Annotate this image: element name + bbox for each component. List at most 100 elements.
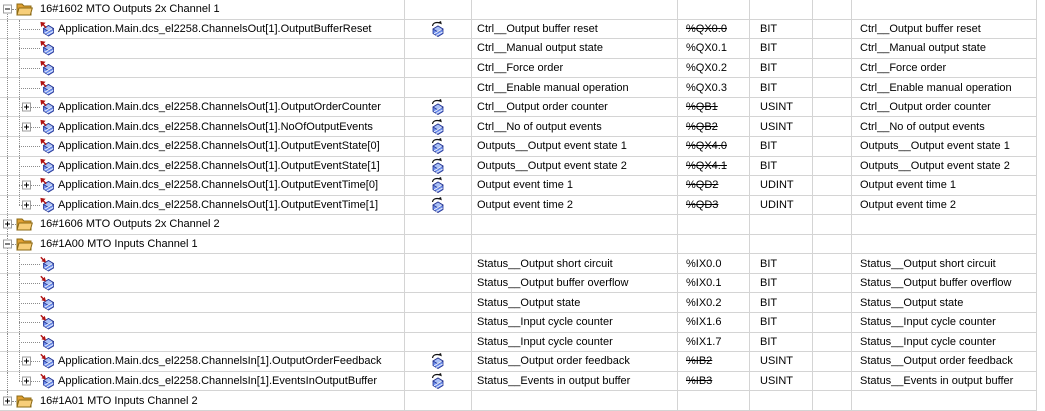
- address-cell: %IB3: [678, 371, 750, 392]
- table-row[interactable]: Application.Main.dcs_el2258.ChannelsIn[1…: [0, 371, 1037, 392]
- channel-cell: [472, 391, 678, 411]
- table-row[interactable]: Application.Main.dcs_el2258.ChannelsIn[1…: [0, 352, 1037, 372]
- mapping-icon: [431, 20, 445, 37]
- type-value: BIT: [760, 42, 778, 55]
- tree-root-line: [7, 371, 8, 391]
- type-cell: BIT: [750, 332, 813, 353]
- type-value: USINT: [760, 120, 793, 133]
- mapping-cell: [405, 97, 472, 118]
- mapping-icon: [431, 177, 445, 194]
- type-cell: [750, 391, 813, 411]
- variable-cell: Application.Main.dcs_el2258.ChannelsOut[…: [0, 97, 405, 118]
- table-row[interactable]: 16#1602 MTO Outputs 2x Channel 1: [0, 0, 1037, 20]
- description-label: Status__Output buffer overflow: [860, 277, 1012, 290]
- channel-cell: [472, 234, 678, 255]
- address-value: %QB2: [686, 120, 718, 133]
- variable-cell: [0, 293, 405, 313]
- address-value: %QX0.0: [686, 22, 727, 35]
- variable-cell: 16#1602 MTO Outputs 2x Channel 1: [0, 0, 405, 20]
- expand-plus-icon[interactable]: [22, 356, 31, 366]
- table-row[interactable]: Status__Output state %IX0.2 BIT Status__…: [0, 293, 1037, 313]
- input-variable-icon: [40, 334, 55, 350]
- mapping-cell: [405, 0, 472, 20]
- collapse-minus-icon[interactable]: [3, 239, 12, 249]
- type-cell: BIT: [750, 19, 813, 40]
- table-row[interactable]: Status__Input cycle counter %IX1.6 BIT S…: [0, 313, 1037, 333]
- table-row[interactable]: 16#1606 MTO Outputs 2x Channel 2: [0, 215, 1037, 235]
- description-cell: Status__Output short circuit: [852, 254, 1037, 274]
- type-cell: BIT: [750, 136, 813, 157]
- expand-plus-icon[interactable]: [22, 102, 31, 112]
- expand-plus-icon[interactable]: [3, 219, 12, 229]
- channel-label: Status__Events in output buffer: [477, 374, 631, 387]
- table-row[interactable]: 16#1A01 MTO Inputs Channel 2: [0, 391, 1037, 411]
- channel-cell: Status__Output order feedback: [472, 352, 678, 372]
- tree-root-line: [7, 156, 8, 176]
- expand-plus-icon[interactable]: [22, 376, 31, 386]
- table-row[interactable]: Application.Main.dcs_el2258.ChannelsOut[…: [0, 156, 1037, 177]
- tree-root-line: [7, 136, 8, 156]
- variable-cell: [0, 39, 405, 59]
- variable-cell: Application.Main.dcs_el2258.ChannelsIn[1…: [0, 352, 405, 372]
- variable-cell: [0, 58, 405, 79]
- channel-label: Ctrl__Output order counter: [477, 101, 608, 114]
- tree-root-line: [7, 195, 8, 215]
- variable-cell: Application.Main.dcs_el2258.ChannelsIn[1…: [0, 371, 405, 392]
- description-label: Ctrl__Force order: [860, 61, 947, 74]
- table-row[interactable]: Status__Input cycle counter %IX1.7 BIT S…: [0, 332, 1037, 353]
- mapping-icon: [431, 196, 445, 213]
- default-value-cell: [813, 234, 852, 255]
- expand-plus-icon[interactable]: [22, 200, 31, 210]
- table-row[interactable]: Status__Output buffer overflow %IX0.1 BI…: [0, 273, 1037, 294]
- table-row[interactable]: 16#1A00 MTO Inputs Channel 1: [0, 234, 1037, 255]
- table-row[interactable]: Application.Main.dcs_el2258.ChannelsOut[…: [0, 19, 1037, 40]
- address-cell: [678, 0, 750, 20]
- table-row[interactable]: Ctrl__Force order %QX0.2 BIT Ctrl__Force…: [0, 58, 1037, 79]
- address-cell: %QX0.1: [678, 39, 750, 59]
- mapping-cell: [405, 332, 472, 353]
- description-label: Outputs__Output event state 1: [860, 140, 1010, 153]
- table-row[interactable]: Application.Main.dcs_el2258.ChannelsOut[…: [0, 195, 1037, 216]
- variable-cell: Application.Main.dcs_el2258.ChannelsOut[…: [0, 136, 405, 157]
- table-row[interactable]: Application.Main.dcs_el2258.ChannelsOut[…: [0, 136, 1037, 157]
- mapping-cell: [405, 313, 472, 333]
- tree-root-line: [7, 332, 8, 352]
- address-value: %QX0.1: [686, 42, 727, 55]
- address-value: %IX1.7: [686, 335, 722, 348]
- tree-connector-line: [19, 263, 40, 265]
- output-variable-icon: [40, 60, 55, 76]
- description-cell: Status__Output buffer overflow: [852, 273, 1037, 294]
- address-value: %QX0.3: [686, 81, 727, 94]
- default-value-cell: [813, 352, 852, 372]
- description-label: Status__Input cycle counter: [860, 316, 996, 329]
- table-row[interactable]: Application.Main.dcs_el2258.ChannelsOut[…: [0, 176, 1037, 196]
- channel-label: Ctrl__Force order: [477, 61, 564, 74]
- channel-cell: Status__Output buffer overflow: [472, 273, 678, 294]
- variable-cell: 16#1A00 MTO Inputs Channel 1: [0, 234, 405, 255]
- expand-plus-icon[interactable]: [22, 180, 31, 190]
- address-cell: %QX4.0: [678, 136, 750, 157]
- input-variable-icon: [40, 275, 55, 291]
- description-cell: [852, 391, 1037, 411]
- description-label: Ctrl__Output buffer reset: [860, 22, 981, 35]
- table-row[interactable]: Application.Main.dcs_el2258.ChannelsOut[…: [0, 117, 1037, 137]
- channel-label: Output event time 1: [477, 179, 573, 192]
- description-cell: Ctrl__Output buffer reset: [852, 19, 1037, 40]
- address-cell: %QB1: [678, 97, 750, 118]
- variable-label: Application.Main.dcs_el2258.ChannelsOut[…: [58, 101, 381, 114]
- default-value-cell: [813, 313, 852, 333]
- variable-cell: Application.Main.dcs_el2258.ChannelsOut[…: [0, 195, 405, 216]
- folder-icon: [16, 3, 33, 16]
- expand-plus-icon[interactable]: [22, 122, 31, 132]
- mapping-icon: [431, 372, 445, 389]
- mapping-cell: [405, 273, 472, 294]
- table-row[interactable]: Application.Main.dcs_el2258.ChannelsOut[…: [0, 97, 1037, 118]
- table-row[interactable]: Status__Output short circuit %IX0.0 BIT …: [0, 254, 1037, 274]
- mapping-cell: [405, 391, 472, 411]
- expand-plus-icon[interactable]: [3, 396, 12, 406]
- table-row[interactable]: Ctrl__Enable manual operation %QX0.3 BIT…: [0, 78, 1037, 98]
- collapse-minus-icon[interactable]: [3, 4, 12, 14]
- type-value: BIT: [760, 277, 778, 290]
- table-row[interactable]: Ctrl__Manual output state %QX0.1 BIT Ctr…: [0, 39, 1037, 59]
